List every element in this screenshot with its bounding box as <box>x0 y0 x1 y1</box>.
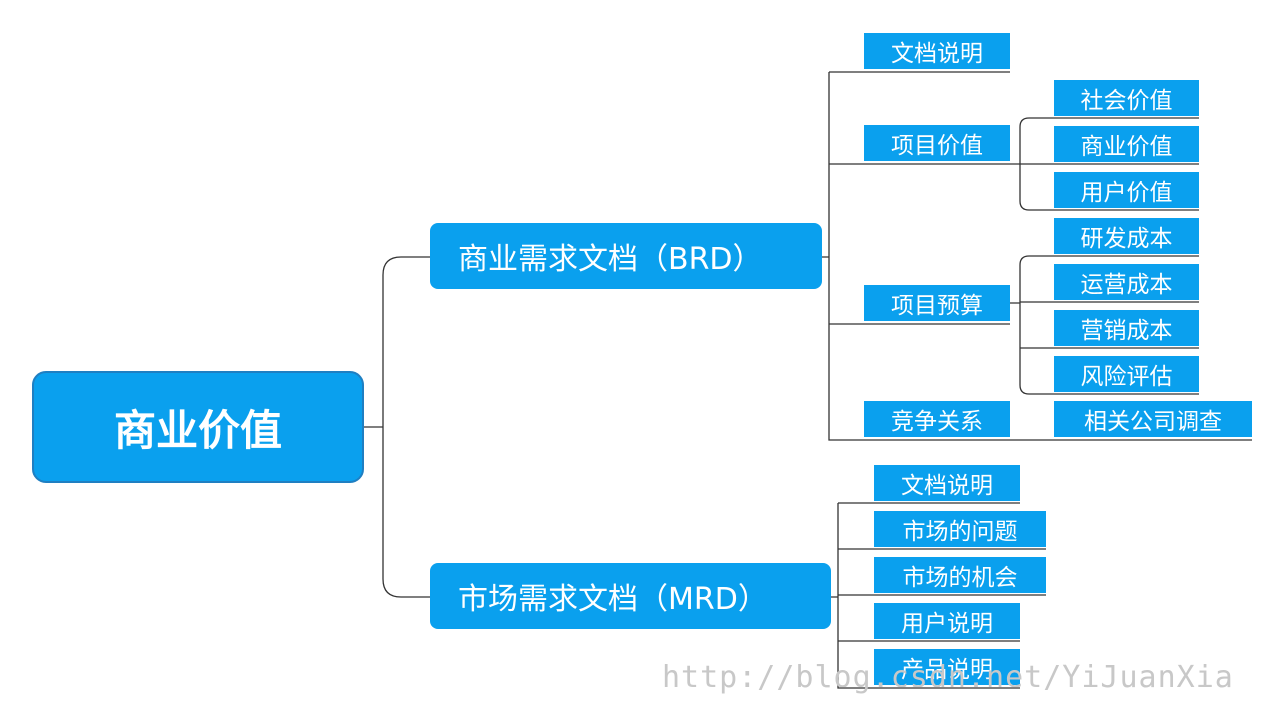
market-opportunity-label: 市场的机会 <box>902 565 1018 591</box>
operation-cost-node[interactable]: 运营成本 <box>1054 264 1199 300</box>
marketing-cost-node[interactable]: 营销成本 <box>1054 310 1199 346</box>
business-value-label: 商业价值 <box>1080 134 1173 160</box>
connector-mrd <box>831 502 1046 689</box>
market-opportunity-node[interactable]: 市场的机会 <box>874 557 1046 593</box>
connector-project-value <box>1010 117 1199 211</box>
project-value-node[interactable]: 项目价值 <box>864 125 1010 161</box>
project-value-label: 项目价值 <box>891 133 983 159</box>
social-value-node[interactable]: 社会价值 <box>1054 80 1199 116</box>
social-value-label: 社会价值 <box>1080 88 1173 114</box>
risk-assessment-label: 风险评估 <box>1080 364 1173 390</box>
competition-label: 竞争关系 <box>891 409 983 435</box>
marketing-cost-label: 营销成本 <box>1080 318 1173 344</box>
root-node[interactable]: 商业价值 <box>32 371 364 483</box>
market-problem-node[interactable]: 市场的问题 <box>874 511 1046 547</box>
company-research-label: 相关公司调查 <box>1084 409 1222 435</box>
business-value-node[interactable]: 商业价值 <box>1054 126 1199 162</box>
connector-brd <box>822 71 1252 441</box>
mrd-doc-desc-node[interactable]: 文档说明 <box>874 465 1020 501</box>
connector-project-budget <box>1010 255 1199 395</box>
user-description-label: 用户说明 <box>901 611 993 637</box>
brd-node[interactable]: 商业需求文档（BRD） <box>430 223 822 289</box>
company-research-node[interactable]: 相关公司调查 <box>1054 401 1252 437</box>
mrd-doc-desc-label: 文档说明 <box>901 473 993 499</box>
brd-label: 商业需求文档（BRD） <box>458 242 763 277</box>
user-value-node[interactable]: 用户价值 <box>1054 172 1199 208</box>
mrd-node[interactable]: 市场需求文档（MRD） <box>430 563 831 629</box>
project-budget-node[interactable]: 项目预算 <box>864 285 1010 321</box>
connector-root <box>364 256 430 598</box>
risk-assessment-node[interactable]: 风险评估 <box>1054 356 1199 392</box>
user-description-node[interactable]: 用户说明 <box>874 603 1020 639</box>
project-budget-label: 项目预算 <box>891 293 983 319</box>
market-problem-label: 市场的问题 <box>902 519 1018 545</box>
product-description-node[interactable]: 产品说明 <box>874 649 1020 685</box>
root-label: 商业价值 <box>113 405 282 455</box>
competition-node[interactable]: 竞争关系 <box>864 401 1010 437</box>
brd-doc-desc-label: 文档说明 <box>891 41 983 67</box>
user-value-label: 用户价值 <box>1080 180 1173 206</box>
rd-cost-node[interactable]: 研发成本 <box>1054 218 1199 254</box>
product-description-label: 产品说明 <box>901 657 993 683</box>
rd-cost-label: 研发成本 <box>1080 226 1173 252</box>
brd-doc-desc-node[interactable]: 文档说明 <box>864 33 1010 69</box>
operation-cost-label: 运营成本 <box>1080 272 1173 298</box>
watermark-text: http://blog.csdn.net/YiJuanXia <box>662 660 1234 695</box>
mrd-label: 市场需求文档（MRD） <box>458 582 768 617</box>
